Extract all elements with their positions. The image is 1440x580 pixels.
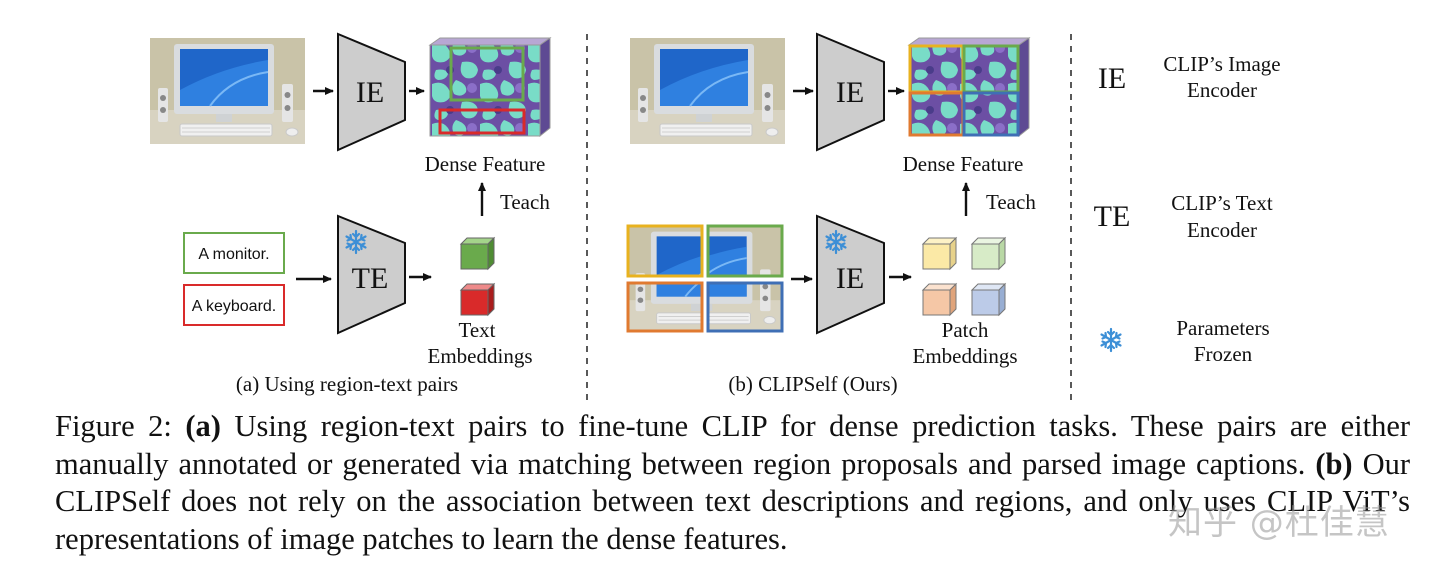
caption-part-a-tag: (a) [185, 409, 221, 443]
panel-b: IE Dense Feature Teach IE [626, 32, 1036, 396]
panel-a: IE Dense Feature Teach A monitor. A keyb… [149, 32, 552, 396]
student-image-encoder-trapezoid [816, 214, 885, 335]
legend-ie-desc-1: CLIP’s Image [1163, 52, 1280, 76]
monitor-text: A monitor. [198, 246, 269, 263]
figure-diagram: IE Dense Feature Teach A monitor. A keyb… [149, 32, 1281, 402]
subcaption-a: (a) Using region-text pairs [236, 372, 458, 396]
computer-photo [149, 37, 306, 145]
patch-embeddings-label-1: Patch [942, 318, 989, 342]
legend: IE CLIP’s Image Encoder TE CLIP’s Text E… [1094, 52, 1281, 366]
image-encoder-label: IE [356, 76, 384, 109]
computer-photo [629, 37, 786, 145]
keyboard-region-box [438, 108, 526, 135]
monitor-region-box [449, 46, 525, 102]
caption-part-b-tag: (b) [1315, 446, 1353, 481]
legend-snowflake-icon [1100, 327, 1122, 353]
legend-te-desc-2: Encoder [1187, 218, 1257, 242]
text-encoder-label: TE [352, 262, 389, 295]
teach-label: Teach [500, 190, 550, 214]
yellow-embedding-cube [921, 236, 958, 271]
caption-part-a-text: Using region-text pairs to fine-tune CLI… [55, 409, 1411, 481]
dense-feature-label: Dense Feature [425, 152, 546, 176]
image-patches [626, 224, 784, 333]
orange-embedding-cube [921, 282, 958, 317]
keyboard-text: A keyboard. [192, 298, 277, 315]
dense-feature-cube [428, 37, 552, 138]
teacher-image-encoder-trapezoid [816, 32, 885, 152]
patch-box-blue [962, 91, 1020, 137]
dense-feature-label: Dense Feature [903, 152, 1024, 176]
red-embedding-cube [459, 282, 496, 317]
green-embedding-cube [459, 236, 496, 271]
keyboard-text-box [183, 284, 285, 326]
caption-part-b-text: Our CLIPSelf does not rely on the associ… [55, 446, 1411, 556]
image-encoder-trapezoid [337, 32, 406, 152]
text-embeddings-label-2: Embeddings [428, 344, 533, 368]
dense-feature-cube [907, 37, 1031, 138]
text-encoder-trapezoid [337, 214, 406, 335]
text-embeddings-label-1: Text [458, 318, 495, 342]
legend-frozen-desc-2: Frozen [1194, 342, 1253, 366]
monitor-text-box [183, 232, 285, 274]
green-embedding-cube [970, 236, 1007, 271]
watermark: 知乎 @杜佳慧 [1168, 503, 1390, 543]
teacher-encoder-label: IE [836, 76, 864, 109]
teach-label: Teach [986, 190, 1036, 214]
subcaption-b: (b) CLIPSelf (Ours) [728, 372, 897, 396]
caption-figure-label: Figure 2: [55, 409, 172, 443]
patch-embeddings-label-2: Embeddings [913, 344, 1018, 368]
legend-te-desc-1: CLIP’s Text [1171, 191, 1273, 215]
figure-caption: Figure 2: (a) Using region-text pairs to… [55, 408, 1410, 558]
student-encoder-label: IE [836, 262, 864, 295]
legend-frozen-desc-1: Parameters [1176, 316, 1269, 340]
blue-embedding-cube [970, 282, 1007, 317]
legend-te-symbol: TE [1094, 200, 1131, 233]
legend-ie-desc-2: Encoder [1187, 78, 1257, 102]
legend-ie-symbol: IE [1098, 62, 1126, 95]
